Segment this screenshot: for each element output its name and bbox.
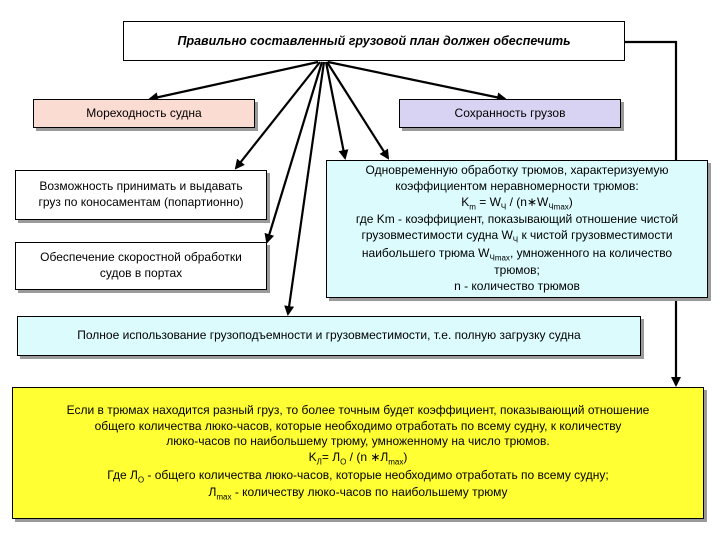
hold-text-line-4: где Km - коэффициент, показывающий отнош… <box>355 212 679 227</box>
hold-text-line-2: коэффициентом неравномерности трюмов: <box>395 178 639 193</box>
hatch-hours-box: Если в трюмах находится разный груз, то … <box>12 387 704 519</box>
full-loading-label: Полное использование грузоподъемности и … <box>77 328 581 343</box>
fast-handling-box: Обеспечение скоростной обработки судов в… <box>15 242 267 290</box>
cargo-safety-label: Сохранность грузов <box>454 105 566 120</box>
bills-of-lading-box: Возможность принимать и выдавать груз по… <box>15 170 267 220</box>
arrow-to-left-head <box>148 60 319 103</box>
arrow-to-center-box-a <box>324 61 349 160</box>
hold-unevenness-box: Одновременную обработку трюмов, характер… <box>326 160 708 298</box>
hatch-text-line-6: Лmax - количеству люко-часов по наибольш… <box>208 485 508 502</box>
arrow-to-wide-box <box>284 61 326 316</box>
arrow-to-right-head <box>327 60 507 103</box>
top-title-box: Правильно составленный грузовой план дол… <box>123 21 625 61</box>
hold-text-line-7: трюмов; <box>494 263 540 278</box>
cargo-safety-box: Сохранность грузов <box>399 99 621 128</box>
hatch-text-line-3: люко-часов по наибольшему трюму, умножен… <box>166 434 550 449</box>
bills-of-lading-line-1: Возможность принимать и выдавать <box>39 179 243 194</box>
arrow-to-left-box-2 <box>264 61 324 244</box>
hold-text-line-5: грузовместимости судна WЧ к чистой грузо… <box>361 227 673 245</box>
hatch-formula: KЛ= ЛО / (n ∗Лmax) <box>308 449 408 467</box>
arrow-to-center-box-b <box>326 61 390 160</box>
hold-formula: Km = WЧ / (n∗WЧmax) <box>461 194 573 211</box>
hatch-text-line-5: Где ЛО - общего количества люко-часов, к… <box>107 467 609 484</box>
fast-handling-line-1: Обеспечение скоростной обработки <box>40 250 242 265</box>
full-loading-box: Полное использование грузоподъемности и … <box>17 316 641 356</box>
fast-handling-line-2: судов в портах <box>99 266 183 280</box>
hatch-text-line-1: Если в трюмах находится разный груз, то … <box>66 402 650 417</box>
hold-text-line-1: Одновременную обработку трюмов, характер… <box>365 163 669 178</box>
hold-text-line-8: n - количество трюмов <box>454 279 580 294</box>
bills-of-lading-line-2: груз по коносаментам (попартионно) <box>38 195 244 209</box>
hold-text-line-6: наибольшего трюма WЧmax, умноженного на … <box>361 245 673 263</box>
hatch-text-line-2: общего количества люко-часов, которые не… <box>94 418 622 433</box>
seaworthiness-label: Мореходность судна <box>86 105 202 120</box>
top-title: Правильно составленный грузовой план дол… <box>177 33 571 48</box>
seaworthiness-box: Мореходность судна <box>33 99 255 128</box>
arrow-to-left-box-1 <box>234 61 321 170</box>
